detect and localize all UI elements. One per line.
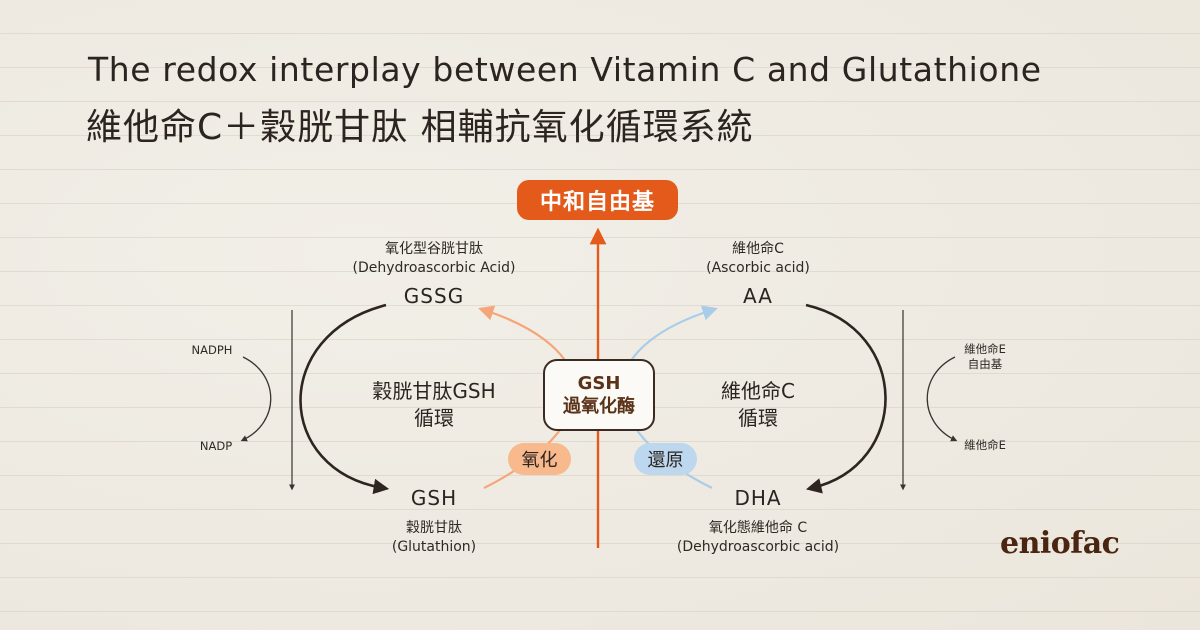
nadp-label: NADP (199, 439, 233, 453)
neutralize-free-radicals-badge: 中和自由基 (517, 180, 678, 220)
vitamin-e-label: 維他命E (964, 438, 1006, 452)
gssg-node: GSSG (403, 284, 465, 308)
dha-name-zh: 氧化態維他命 C (708, 520, 808, 536)
dha-name-en: (Dehydroascorbic acid) (676, 539, 840, 555)
gssg-name-zh: 氧化型谷胱甘肽 (385, 241, 483, 257)
vitamin-c-cycle-line2: 循環 (738, 406, 778, 430)
gsh-name-en: (Glutathion) (391, 539, 477, 555)
gsh-name-block: 穀胱甘肽 (Glutathion) (392, 519, 476, 557)
gsh-peroxidase-box: GSH 過氧化酶 (543, 359, 655, 431)
gsh-name-zh: 穀胱甘肽 (405, 520, 462, 536)
vitamin-c-cycle-label: 維他命C 循環 (721, 378, 795, 432)
nadph-label: NADPH (191, 343, 233, 357)
left-cycle-arrow (299, 303, 390, 495)
enzyme-line2: 過氧化酶 (563, 396, 635, 417)
vitamin-e-radical-line1: 維他命E (964, 342, 1006, 356)
vitamin-e-radical-label: 維他命E 自由基 (964, 342, 1006, 372)
vitamin-e-radical-line2: 自由基 (967, 357, 1003, 371)
aa-name-en: (Ascorbic acid) (706, 260, 810, 276)
aa-name-zh: 維他命C (732, 241, 784, 257)
gssg-name-block: 氧化型谷胱甘肽 (Dehydroascorbic Acid) (353, 240, 516, 278)
oxidation-pill: 氧化 (508, 443, 571, 475)
vitamin-c-cycle-line1: 維他命C (721, 379, 795, 403)
aa-name-block: 維他命C (Ascorbic acid) (706, 240, 810, 278)
gsh-cycle-label: 穀胱甘肽GSH 循環 (372, 378, 495, 432)
dha-name-block: 氧化態維他命 C (Dehydroascorbic acid) (677, 519, 839, 557)
gssg-name-en: (Dehydroascorbic Acid) (352, 260, 516, 276)
nadph-arc (240, 356, 272, 442)
gsh-cycle-line1: 穀胱甘肽GSH (372, 379, 496, 403)
reduction-pill: 還原 (634, 443, 697, 475)
aa-node: AA (743, 284, 773, 308)
gsh-node: GSH (410, 486, 458, 510)
title-chinese: 維他命C＋穀胱甘肽 相輔抗氧化循環系統 (86, 107, 754, 148)
eniofac-logo: eniofac (1000, 526, 1120, 561)
right-cycle-arrow (805, 303, 887, 494)
enzyme-line1: GSH (577, 373, 621, 394)
vitamin-e-arc (926, 356, 958, 442)
gsh-cycle-line2: 循環 (413, 406, 454, 430)
title-english: The redox interplay between Vitamin C an… (88, 50, 1042, 89)
dha-node: DHA (734, 486, 782, 510)
